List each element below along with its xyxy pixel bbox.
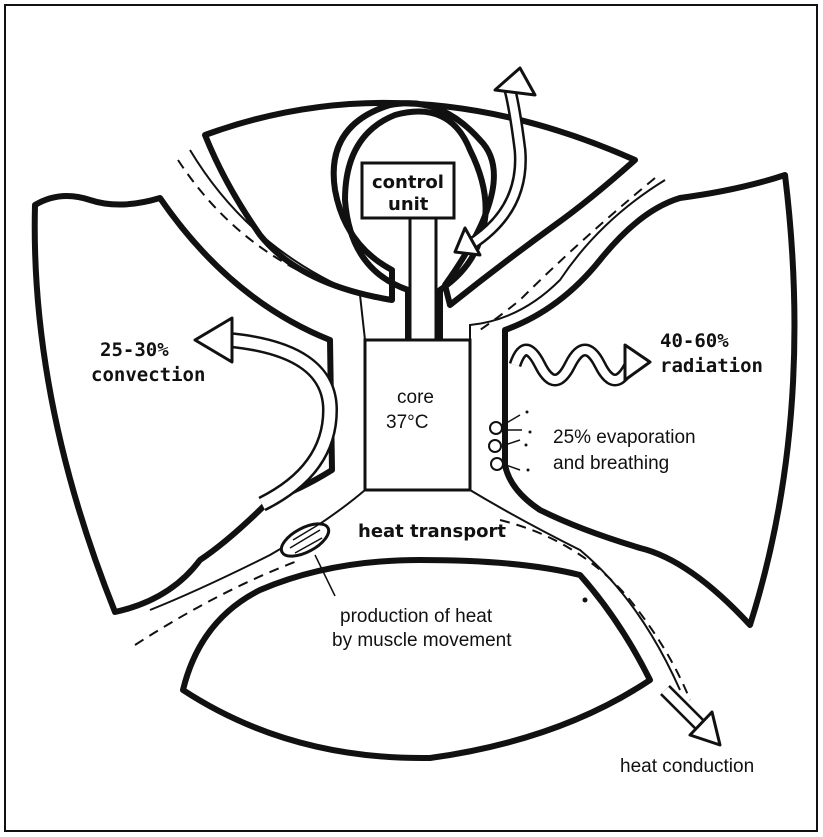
- convection-percent-label: 25-30%: [100, 339, 169, 361]
- control-unit-label-line1: control: [372, 172, 444, 193]
- evaporation-label-line2: and breathing: [553, 453, 669, 474]
- core-label-line1: core: [397, 387, 434, 408]
- muscle-label-line1: production of heat: [340, 606, 493, 627]
- evaporation-droplets-icon: [489, 411, 532, 472]
- heat-transport-label: heat transport: [358, 521, 506, 542]
- radiation-arrow-icon: [515, 345, 650, 380]
- control-unit-label-line2: unit: [388, 194, 429, 215]
- convection-label: convection: [91, 364, 205, 386]
- bottom-region: [183, 560, 650, 758]
- heat-conduction-arrow-icon: [665, 690, 720, 745]
- muscle-label-line2: by muscle movement: [332, 630, 512, 651]
- heat-conduction-label: heat conduction: [620, 756, 754, 777]
- convection-arrow-icon: [195, 318, 330, 504]
- muscle-icon: [276, 517, 335, 596]
- radiation-label: radiation: [660, 355, 763, 377]
- core-temperature-label: 37°C: [386, 412, 428, 433]
- right-region: [505, 175, 794, 625]
- evaporation-label-line1: 25% evaporation: [553, 427, 696, 448]
- radiation-percent-label: 40-60%: [660, 330, 729, 352]
